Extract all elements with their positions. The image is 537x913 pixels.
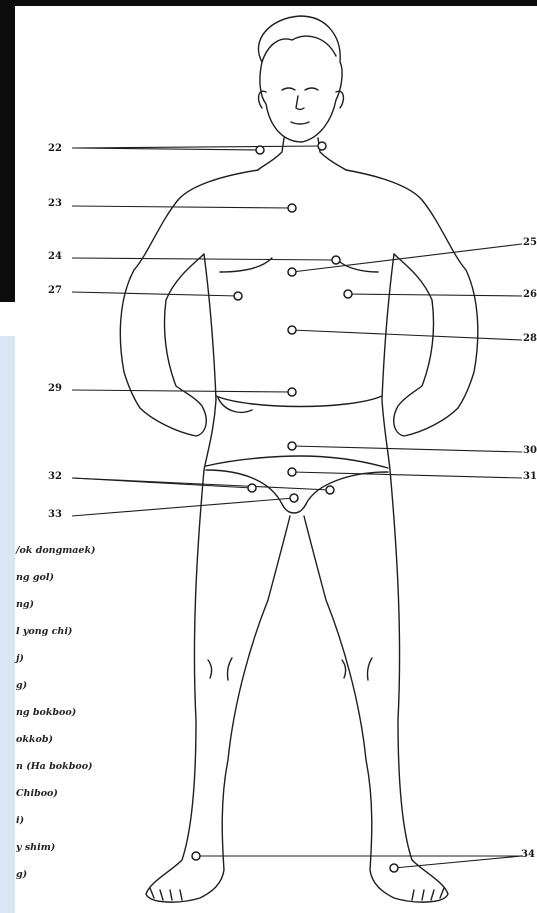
legend-item: g) <box>16 680 27 691</box>
right-arm-outer <box>346 170 478 408</box>
label-25: 25 <box>523 237 537 248</box>
briefs-top <box>206 456 388 468</box>
leader-26 <box>348 294 522 296</box>
hair <box>262 36 336 62</box>
point-34-right <box>390 864 398 872</box>
legend-item: j) <box>16 653 24 664</box>
point-24 <box>332 256 340 264</box>
leader-33 <box>72 498 294 516</box>
eyes <box>282 88 318 90</box>
right-ear <box>336 91 343 108</box>
left-toes <box>150 888 182 900</box>
left-ear <box>259 91 266 108</box>
point-34-left <box>192 852 200 860</box>
leader-32b <box>72 478 330 490</box>
left-arm-inner <box>140 254 206 436</box>
point-32-right <box>326 486 334 494</box>
legend-item: Chiboo) <box>16 788 58 799</box>
point-25 <box>288 268 296 276</box>
label-22: 22 <box>48 143 62 154</box>
point-23 <box>288 204 296 212</box>
head-outline <box>258 16 342 142</box>
legend-item: i) <box>16 815 24 826</box>
point-32-left <box>248 484 256 492</box>
legend-item: g) <box>16 869 27 880</box>
legend-item: ng) <box>16 599 34 610</box>
label-33: 33 <box>48 509 62 520</box>
leader-22b <box>72 146 322 148</box>
briefs-leg-left <box>206 470 388 513</box>
left-arm-outer <box>120 170 258 408</box>
left-knee <box>208 658 232 680</box>
point-26 <box>344 290 352 298</box>
label-27: 27 <box>48 285 62 296</box>
point-30 <box>288 442 296 450</box>
legend-item: ng bokboo) <box>16 707 76 718</box>
label-30: 30 <box>523 445 537 456</box>
leader-23 <box>72 206 292 208</box>
label-28: 28 <box>523 333 537 344</box>
label-24: 24 <box>48 251 62 262</box>
leader-28 <box>292 330 522 340</box>
label-32: 32 <box>48 471 62 482</box>
legend-item: okkob) <box>16 734 53 745</box>
leader-27 <box>72 292 238 296</box>
label-34: 34 <box>521 849 535 860</box>
neck <box>258 138 346 170</box>
left-leg-outer <box>146 470 290 902</box>
right-leg-outer <box>304 470 448 902</box>
torso-right <box>382 254 394 470</box>
mouth <box>291 122 309 124</box>
point-33 <box>290 494 298 502</box>
legend-item: y shim) <box>16 842 55 853</box>
point-28 <box>288 326 296 334</box>
label-29: 29 <box>48 383 62 394</box>
right-arm-inner <box>394 254 458 436</box>
waistband <box>216 396 382 412</box>
point-27 <box>234 292 242 300</box>
label-23: 23 <box>48 198 62 209</box>
nose <box>296 96 304 110</box>
label-26: 26 <box>523 289 537 300</box>
point-22-left <box>256 146 264 154</box>
point-29 <box>288 388 296 396</box>
leader-25 <box>292 244 522 272</box>
legend-item: /ok dongmaek) <box>16 545 96 556</box>
legend-item: ng gol) <box>16 572 54 583</box>
point-22-right <box>318 142 326 150</box>
torso-left <box>204 254 216 470</box>
legend-item: n (Ha bokboo) <box>16 761 93 772</box>
right-toes <box>412 888 444 900</box>
leader-31 <box>292 472 522 478</box>
leader-30 <box>292 446 522 452</box>
point-31 <box>288 468 296 476</box>
label-31: 31 <box>523 471 537 482</box>
legend-item: l yong chi) <box>16 626 72 637</box>
